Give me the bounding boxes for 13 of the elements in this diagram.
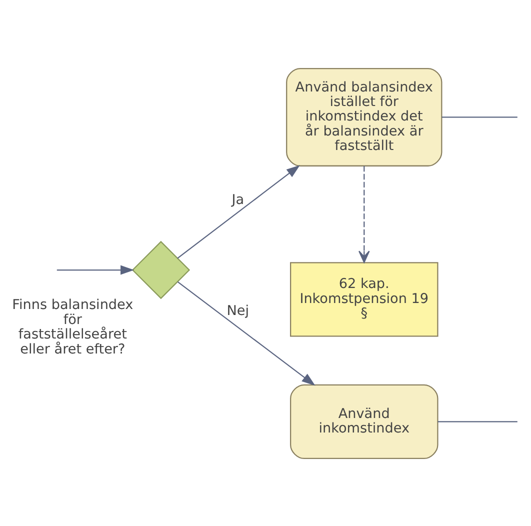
node-box: Använd balansindex istället för inkomstindex det år balansindex är fastställt bbox=[286, 67, 442, 166]
node-box: 62 kap. Inkomstpension 19 § bbox=[290, 262, 438, 336]
node-box: Använd inkomstindex bbox=[290, 384, 438, 459]
arrow bbox=[178, 280, 316, 386]
node-diamond bbox=[132, 240, 190, 299]
connector bbox=[442, 116, 518, 118]
arrow bbox=[358, 165, 370, 262]
node-label: Finns balansindex för fastställelseåret eller året efter? bbox=[12, 296, 134, 357]
arrow bbox=[56, 264, 134, 274]
arrow bbox=[177, 164, 300, 258]
connector bbox=[438, 420, 518, 422]
edge-label: Nej bbox=[226, 302, 250, 318]
edge-label: Ja bbox=[232, 191, 244, 208]
